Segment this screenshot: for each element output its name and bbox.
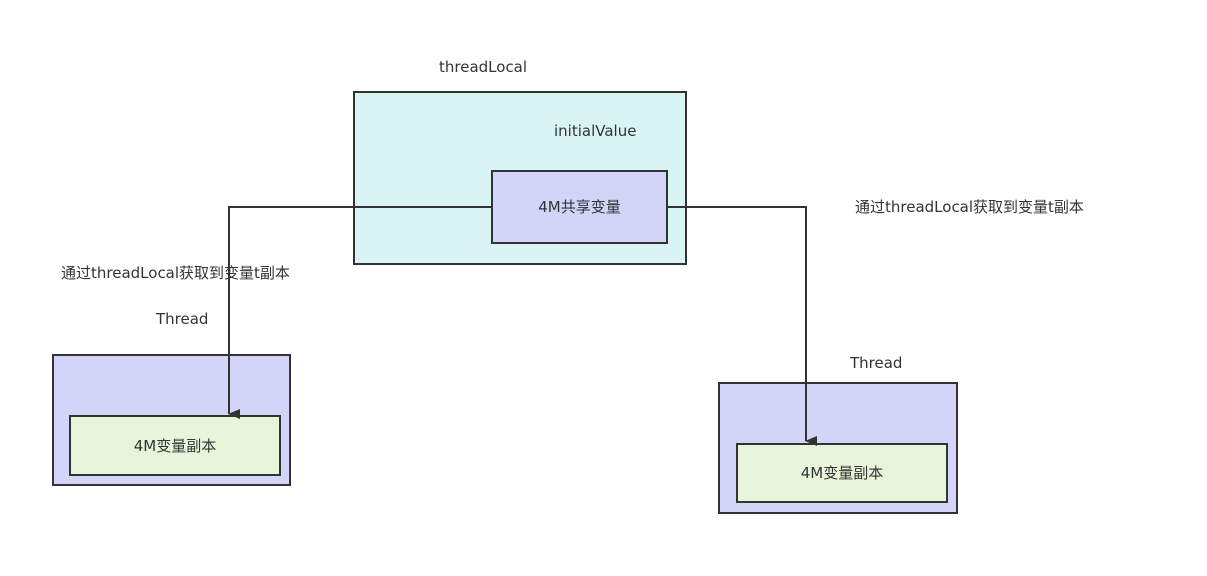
left-thread-title: Thread xyxy=(156,310,209,328)
right-copy-box: 4M变量副本 xyxy=(736,443,948,503)
shared-variable-box: 4M共享变量 xyxy=(491,170,668,244)
initial-value-label: initialValue xyxy=(554,122,637,140)
right-thread-title: Thread xyxy=(850,354,903,372)
right-edge-label: 通过threadLocal获取到变量t副本 xyxy=(855,198,1084,216)
left-edge-label: 通过threadLocal获取到变量t副本 xyxy=(61,264,290,282)
shared-variable-label: 4M共享变量 xyxy=(538,198,621,216)
right-copy-label: 4M变量副本 xyxy=(800,464,884,482)
left-copy-box: 4M变量副本 xyxy=(69,415,281,476)
threadlocal-title: threadLocal xyxy=(439,58,528,76)
left-copy-label: 4M变量副本 xyxy=(133,436,217,455)
